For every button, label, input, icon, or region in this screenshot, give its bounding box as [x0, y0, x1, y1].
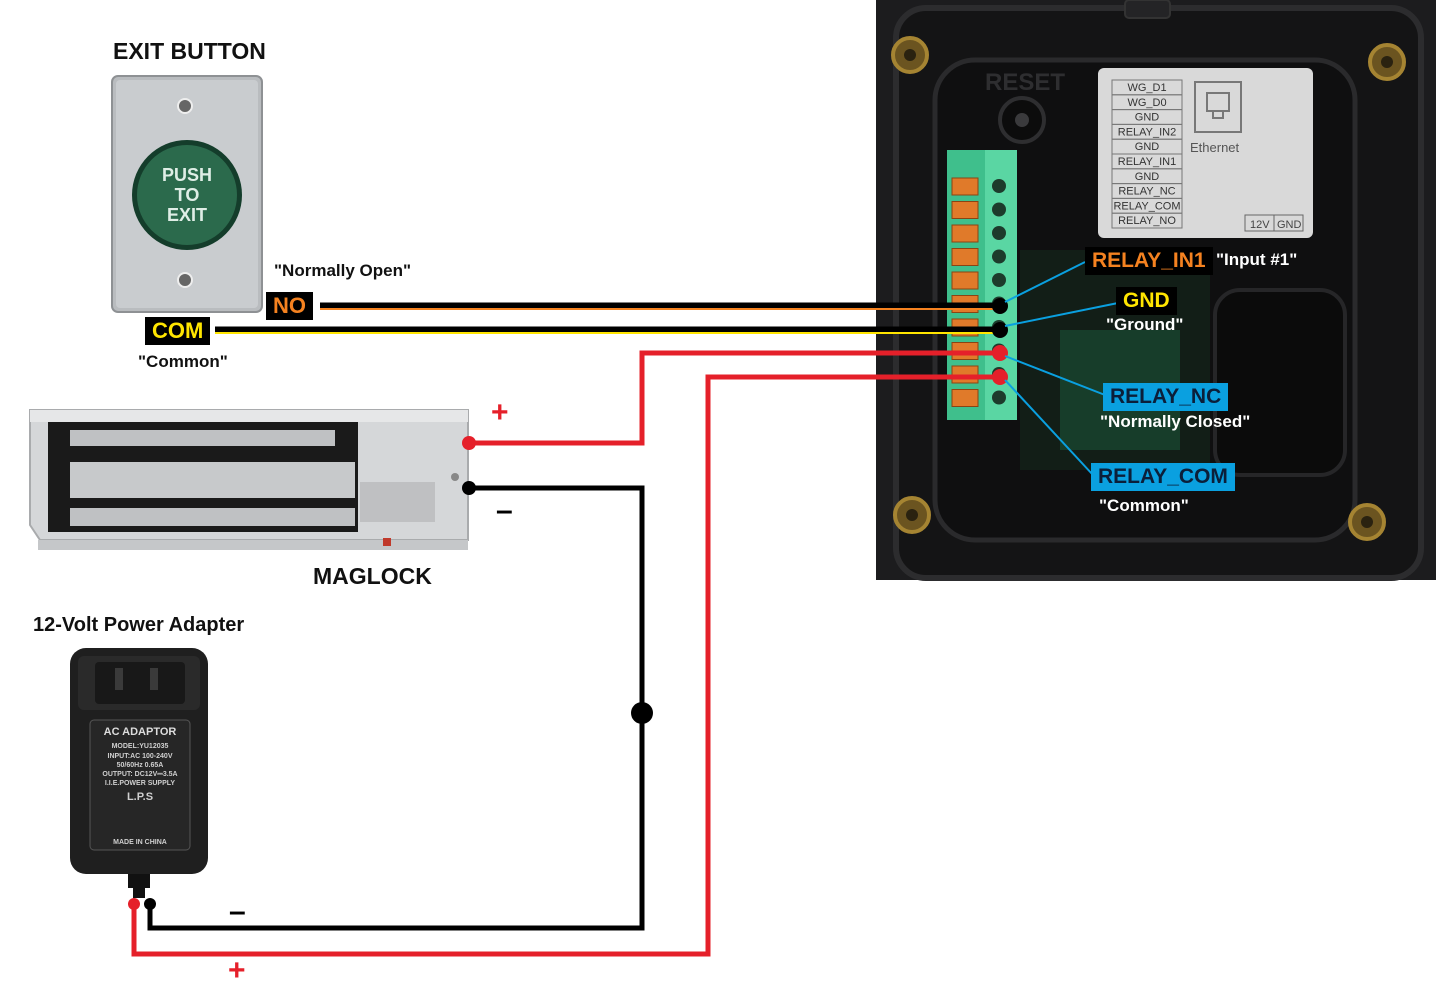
adapter-label-line: MODEL:YU12035: [112, 743, 169, 750]
power-label-12v: 12V: [1250, 219, 1270, 231]
terminal-hole: [992, 249, 1006, 264]
pin-label-cell: [1111, 212, 1183, 229]
pin-label-text: GND: [1135, 112, 1160, 124]
adapter-label-line: OUTPUT: DC12V⎓3.5A: [102, 771, 177, 778]
to-text: TO: [175, 185, 200, 205]
power-label-gnd: GND: [1277, 219, 1302, 231]
relay-in1-tag: RELAY_IN1: [1085, 247, 1213, 275]
exit-text: EXIT: [167, 205, 207, 225]
terminal-hole: [992, 202, 1006, 217]
maglock-plus-sign: +: [491, 396, 509, 429]
relay-in1-description: "Input #1": [1216, 250, 1298, 269]
pin-label-text: GND: [1135, 171, 1160, 183]
adapter-label-line: INPUT:AC 100-240V: [108, 753, 173, 760]
no-tag: NO: [266, 292, 313, 320]
ethernet-label: Ethernet: [1190, 140, 1240, 155]
pin-label-text: RELAY_COM: [1113, 200, 1180, 212]
pin-label-text: RELAY_IN2: [1118, 126, 1177, 138]
terminal-lever: [951, 389, 979, 407]
terminal-lever: [951, 271, 979, 290]
pin-label-text: RELAY_NO: [1118, 215, 1176, 227]
adapter-label-line: I.I.E.POWER SUPPLY: [105, 780, 175, 787]
adapter-label-line: MADE IN CHINA: [113, 839, 167, 846]
power-adapter-device: [70, 648, 208, 898]
reset-label: RESET: [985, 69, 1065, 96]
terminal-lever: [951, 177, 979, 196]
terminal-hole: [992, 179, 1006, 193]
pin-label-text: RELAY_IN1: [1118, 156, 1177, 168]
adapter-label-title: AC ADAPTOR: [104, 726, 177, 738]
adapter-title: 12-Volt Power Adapter: [33, 614, 245, 636]
terminal-lever: [951, 248, 979, 266]
adapter-label-line: 50/60Hz 0.65A: [117, 762, 164, 769]
no-description: "Normally Open": [274, 261, 412, 280]
exit-button-title: EXIT BUTTON: [113, 38, 266, 64]
adapter-plus-sign: +: [228, 954, 246, 987]
maglock-title: MAGLOCK: [313, 563, 432, 589]
maglock-minus-sign: –: [496, 494, 513, 527]
callout-lines: [1004, 261, 1119, 476]
adapter-minus-sign: –: [229, 895, 246, 928]
pin-label-text: GND: [1135, 141, 1160, 153]
ethernet-icon: [1194, 81, 1242, 133]
terminal-lever: [951, 201, 979, 219]
relay-nc-description: "Normally Closed": [1100, 412, 1251, 431]
gnd-tag: GND: [1116, 287, 1177, 315]
adapter-label-line: L.P.S: [127, 791, 153, 803]
terminal-hole: [992, 273, 1006, 287]
push-text: PUSH: [162, 165, 212, 185]
terminal-hole: [992, 390, 1006, 405]
pin-label-text: RELAY_NC: [1118, 186, 1175, 198]
maglock-device: [29, 409, 469, 550]
pin-label-text: WG_D0: [1127, 97, 1166, 109]
terminal-hole: [992, 226, 1006, 240]
power-label-box: [1244, 214, 1304, 232]
wires: [128, 298, 1008, 957]
pin-label-sticker: WG_D1WG_D0GNDRELAY_IN2GNDRELAY_IN1GNDREL…: [1111, 79, 1183, 229]
terminal-lever: [951, 224, 979, 243]
pin-label-text: WG_D1: [1127, 82, 1166, 94]
relay-com-tag: RELAY_COM: [1091, 463, 1235, 491]
com-description: "Common": [138, 352, 228, 371]
relay-nc-tag: RELAY_NC: [1103, 383, 1229, 411]
com-tag: COM: [145, 317, 211, 345]
relay-com-description: "Common": [1099, 496, 1189, 515]
exit-button-device: [111, 75, 263, 313]
gnd-description: "Ground": [1106, 315, 1184, 334]
